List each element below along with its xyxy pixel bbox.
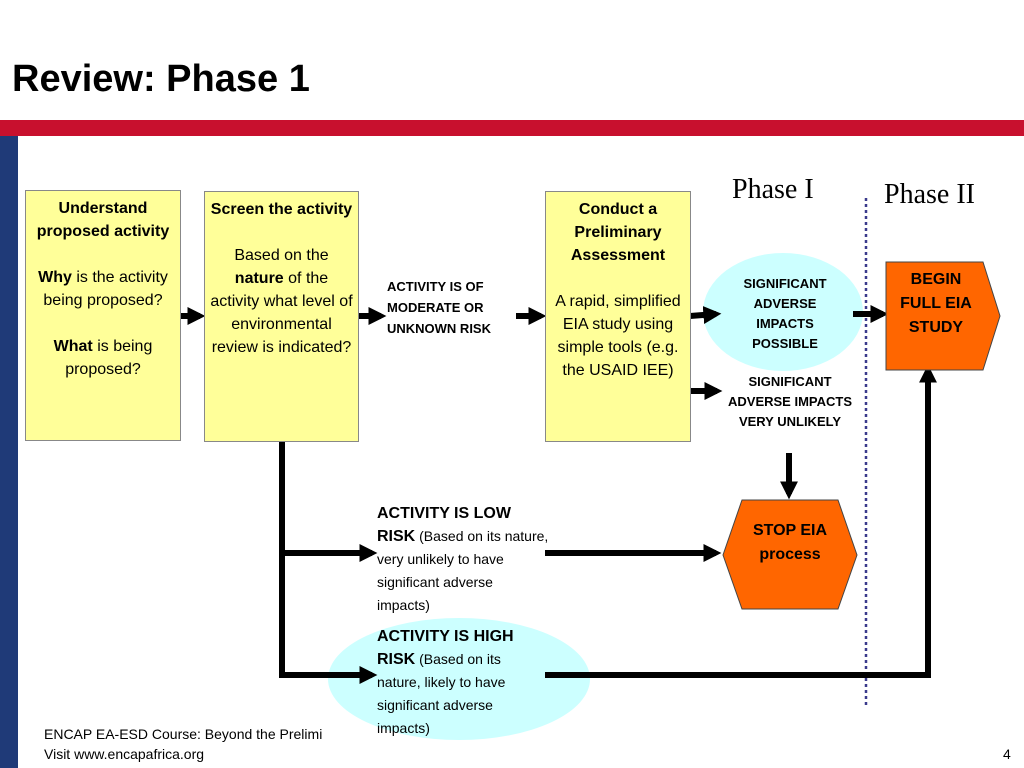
phase-2-label: Phase II (884, 179, 975, 210)
side-accent-bar (0, 136, 18, 768)
high-risk-heading: ACTIVITY IS HIGH RISK (377, 628, 514, 668)
what-label: What (53, 338, 93, 355)
low-risk-heading: ACTIVITY IS LOW RISK (377, 505, 511, 545)
conduct-body: A rapid, simplified EIA study using simp… (555, 293, 681, 379)
what-text: is being proposed? (65, 338, 153, 378)
screen-text-a: Based on the (234, 247, 329, 264)
stop-eia-shape (722, 499, 858, 610)
understand-heading: Understand proposed activity (36, 200, 170, 240)
low-risk-detail: (Based on its nature, very unlikely to h… (377, 528, 549, 613)
phase-1-label: Phase I (732, 174, 814, 205)
why-label: Why (38, 269, 72, 286)
footer-url: Visit www.encapafrica.org (44, 746, 205, 762)
high-risk-detail: (Based on its nature, likely to have sig… (377, 651, 506, 736)
significant-possible-ellipse (703, 253, 863, 371)
screen-text-b: of the activity what level of environmen… (210, 270, 353, 356)
title-rule (0, 120, 1024, 136)
why-text: is the activity being proposed? (43, 269, 168, 309)
screen-text-nature: nature (234, 270, 284, 287)
arrow-conduct-to-possible (689, 305, 722, 324)
screen-activity-box: Screen the activity Based on the nature … (204, 191, 359, 442)
begin-full-eia-shape (885, 261, 1001, 371)
significant-unlikely-label: SIGNIFICANT ADVERSE IMPACTS VERY UNLIKEL… (728, 374, 852, 429)
moderate-risk-label: ACTIVITY IS OF MODERATE OR UNKNOWN RISK (387, 279, 491, 336)
understand-activity-box: Understand proposed activity Why is the … (25, 190, 181, 441)
low-risk-label: ACTIVITY IS LOW RISK (Based on its natur… (377, 503, 549, 617)
screen-heading: Screen the activity (210, 201, 353, 218)
conduct-assessment-box: Conduct a Preliminary Assessment A rapid… (545, 191, 691, 442)
page-number: 4 (1003, 746, 1011, 762)
stop-eia-label: STOP EIA process (752, 522, 828, 563)
page-title: Review: Phase 1 (12, 58, 310, 100)
arrow-high-to-begin (545, 364, 937, 678)
footer-course: ENCAP EA-ESD Course: Beyond the Prelimi (44, 726, 323, 742)
significant-possible-label: SIGNIFICANT ADVERSE IMPACTS POSSIBLE (743, 276, 827, 351)
high-risk-label: ACTIVITY IS HIGH RISK (Based on its natu… (377, 626, 545, 740)
begin-full-eia-label: BEGIN FULL EIA STUDY (900, 271, 972, 336)
conduct-heading: Conduct a Preliminary Assessment (570, 201, 666, 264)
